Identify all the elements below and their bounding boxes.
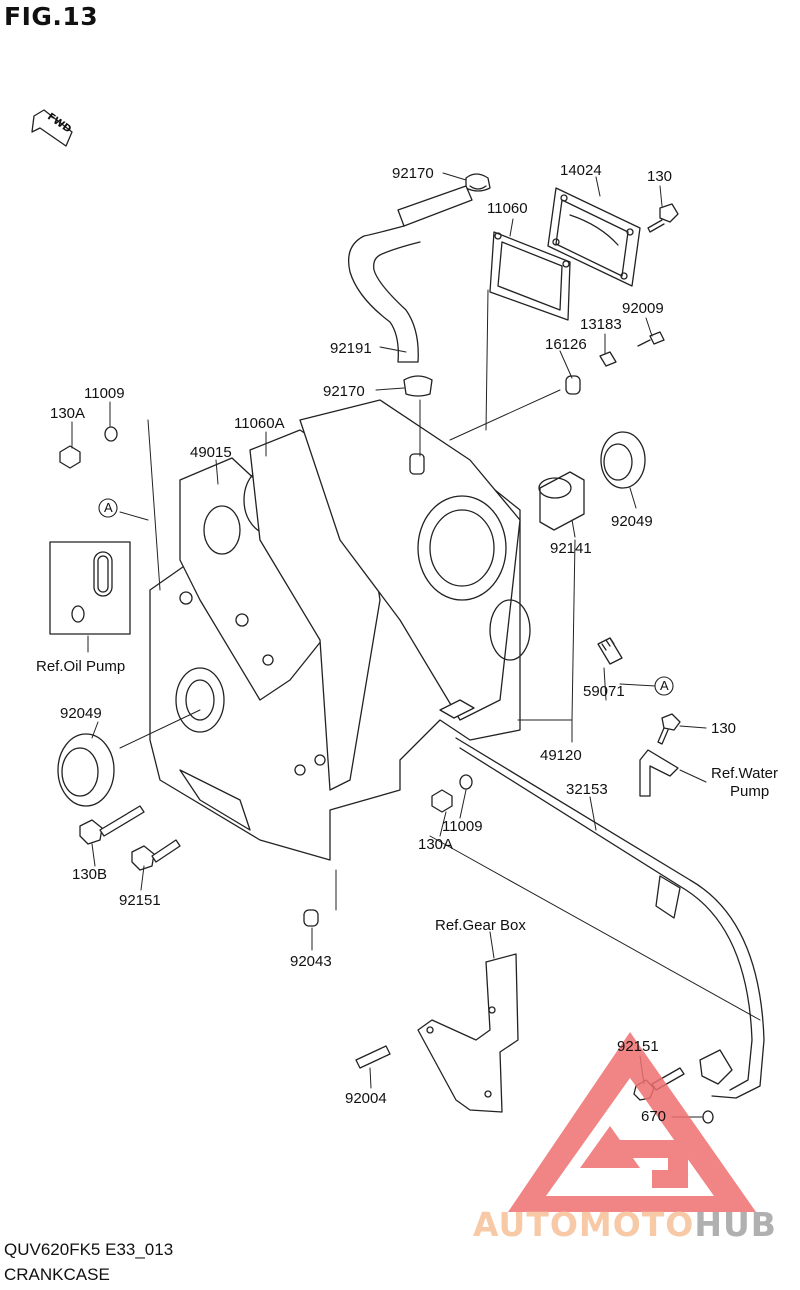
part-label-92049-left: 92049 xyxy=(60,705,102,722)
part-label-32153: 32153 xyxy=(566,781,608,798)
callout-a-circles xyxy=(98,498,674,696)
dowel-92043-icon xyxy=(303,909,319,927)
part-label-130A-bottom: 130A xyxy=(418,836,454,853)
dowel-16126-icon xyxy=(565,375,581,395)
stud-92004-icon xyxy=(355,1045,391,1069)
gear-box-bracket-icon xyxy=(417,953,519,1113)
fwd-arrow-icon xyxy=(31,109,73,147)
part-label-92043: 92043 xyxy=(290,953,332,970)
bolt-130A-bottom-icon xyxy=(431,789,453,813)
part-label-130A-top: 130A xyxy=(50,405,86,422)
bolt-92151-left-icon xyxy=(131,839,181,871)
screw-92009-icon xyxy=(637,331,665,347)
plug-13183-icon xyxy=(599,351,617,367)
oil-seal-92049-right-icon xyxy=(600,431,646,489)
part-label-11009-bottom: 11009 xyxy=(442,818,483,835)
part-label-670: 670 xyxy=(641,1108,667,1125)
figure-title: FIG.13 xyxy=(4,2,99,31)
part-label-92170-top: 92170 xyxy=(392,165,434,182)
bolt-130-right-icon xyxy=(657,713,681,745)
footer-caption: CRANKCASE xyxy=(4,1265,110,1284)
oil-pipe-32153-icon xyxy=(455,737,765,1099)
part-label-92151-right: 92151 xyxy=(617,1038,659,1055)
part-label-ref-water-pump-2: Pump xyxy=(730,783,770,800)
watermark-part1: AUTOMOTO xyxy=(473,1205,695,1244)
part-label-130B: 130B xyxy=(72,866,108,883)
part-label-92141: 92141 xyxy=(550,540,592,557)
watermark-logo-icon xyxy=(508,1032,756,1212)
callout-a-left: A xyxy=(104,500,113,515)
water-pump-bracket-icon xyxy=(639,749,679,797)
part-label-11060: 11060 xyxy=(487,200,528,217)
oring-670-icon xyxy=(702,1110,714,1124)
bolt-130B-icon xyxy=(79,805,145,845)
part-label-92009: 92009 xyxy=(622,300,664,317)
watermark-part2: HUB xyxy=(694,1205,777,1244)
oil-seal-92049-left-icon xyxy=(57,733,115,807)
part-label-11009-top: 11009 xyxy=(84,385,125,402)
clamp-92170-mid-icon xyxy=(403,375,433,397)
part-label-49120: 49120 xyxy=(540,747,582,764)
part-label-59071: 59071 xyxy=(583,683,625,700)
callout-a-right: A xyxy=(660,678,669,693)
part-label-13183: 13183 xyxy=(580,316,622,333)
part-label-11060A: 11060A xyxy=(234,415,285,432)
part-label-ref-oil-pump: Ref.Oil Pump xyxy=(36,658,126,675)
bolt-130-top-icon xyxy=(647,203,679,233)
plug-59071-icon xyxy=(597,637,623,665)
part-label-92049-right: 92049 xyxy=(611,513,653,530)
breather-hose-92191-icon xyxy=(347,185,473,363)
part-label-130-top: 130 xyxy=(647,168,673,185)
part-label-ref-water-pump-1: Ref.Water xyxy=(711,765,778,782)
bushing-92141-icon xyxy=(538,471,585,531)
part-label-ref-gear-box: Ref.Gear Box xyxy=(435,917,526,934)
part-label-14024: 14024 xyxy=(560,162,602,179)
clamp-92170-top-icon xyxy=(465,173,491,192)
washer-11009-top-icon xyxy=(104,426,118,442)
part-label-130-right: 130 xyxy=(711,720,737,737)
part-label-49015: 49015 xyxy=(190,444,232,461)
bolt-130A-top-icon xyxy=(59,445,81,469)
part-label-92191: 92191 xyxy=(330,340,372,357)
gasket-11060-icon xyxy=(489,231,571,321)
watermark-text: AUTOMOTOHUB xyxy=(473,1205,777,1244)
part-label-16126: 16126 xyxy=(545,336,587,353)
oil-pump-ref-box-icon xyxy=(49,541,131,635)
crankcase-body-icon xyxy=(149,399,531,861)
part-label-92004: 92004 xyxy=(345,1090,387,1107)
part-label-92151-left: 92151 xyxy=(119,892,161,909)
footer-model-code: QUV620FK5 E33_013 xyxy=(4,1240,174,1259)
part-label-92170-mid: 92170 xyxy=(323,383,365,400)
washer-11009-bottom-icon xyxy=(459,774,473,790)
cover-14024-icon xyxy=(547,187,641,287)
